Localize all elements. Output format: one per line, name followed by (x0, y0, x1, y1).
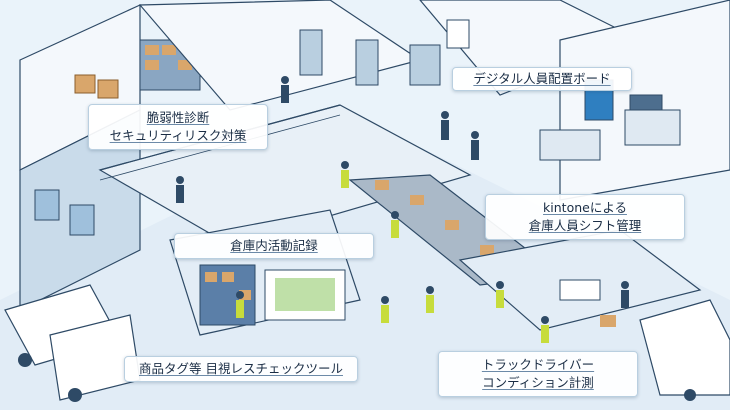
trucks-left (4, 284, 141, 402)
tag-check-text: 商品タグ等 目視レスチェックツール (139, 361, 343, 376)
driver-condition-label: トラックドライバー コンディション計測 (438, 351, 638, 397)
kintone-line2: 倉庫人員シフト管理 (528, 218, 642, 233)
right-office (539, 0, 730, 201)
digital-board-label: デジタル人員配置ボード (452, 67, 632, 91)
driver-condition-line2: コンディション計測 (482, 375, 594, 390)
kintone-label: kintoneによる 倉庫人員シフト管理 (485, 194, 685, 240)
digital-board-text: デジタル人員配置ボード (473, 71, 611, 86)
vulnerability-line1: 脆弱性診断 (146, 110, 210, 125)
left-building (19, 4, 201, 311)
driver-condition-line1: トラックドライバー (481, 357, 595, 372)
work-area (458, 229, 702, 331)
activity-log-text: 倉庫内活動記録 (230, 238, 318, 253)
vulnerability-label: 脆弱性診断 セキュリティリスク対策 (88, 104, 268, 150)
workers (176, 76, 629, 343)
kintone-line1: kintoneによる (543, 200, 627, 215)
vulnerability-line2: セキュリティリスク対策 (109, 128, 247, 143)
activity-log-label: 倉庫内活動記録 (174, 233, 374, 259)
trucks-right (639, 299, 730, 401)
tag-check-label: 商品タグ等 目視レスチェックツール (124, 356, 358, 382)
